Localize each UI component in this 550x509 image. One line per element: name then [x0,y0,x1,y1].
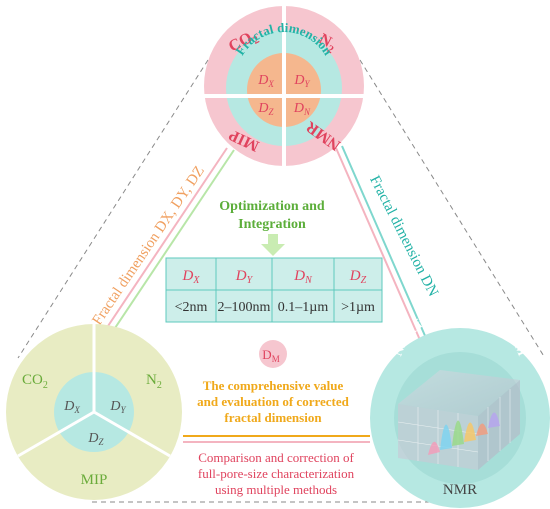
table-header-dy: DY [235,268,254,286]
table-header-dn: DN [293,268,313,286]
table-header-dx: DX [182,268,201,286]
br-nmr-label: NMR [443,482,477,498]
dashed-triangle [17,59,546,503]
bl-dx-label: DX [63,399,80,415]
table-range-dz: >1µm [341,300,375,315]
dm-badge [259,340,287,368]
bl-mip-label: MIP [81,472,108,488]
top-dy-label: DY [293,73,310,89]
range-table [165,257,383,323]
bottom-left-circle [6,324,182,500]
dm-caption-line2: and evaluation of corrected [197,394,350,409]
dm-caption-line3: fractal dimension [224,410,322,425]
top-dx-label: DX [257,73,274,89]
bottom-connector [183,435,370,443]
top-dn-label: DN [293,101,311,117]
comparison-line2: full-pore-size characterization [198,466,355,481]
table-range-dy: 2–100nm [218,300,271,315]
comparison-line3: using multiple methods [215,482,337,497]
top-circle [204,6,364,166]
table-header-dz: DZ [349,268,367,286]
right-connector [335,145,427,341]
dm-caption-line1: The comprehensive value [203,378,344,393]
bl-dz-label: DZ [87,431,104,447]
top-dz-label: DZ [257,101,274,117]
table-range-dn: 0.1–1µm [278,300,329,315]
comparison-line1: Comparison and correction of [198,450,354,465]
nmr-3d-plot-icon [397,370,520,470]
bl-co2-label: CO2 [22,372,48,391]
bl-n2-label: N2 [146,372,162,391]
top-n2-label: N2 [315,31,340,57]
optimization-line2: Integration [238,217,306,232]
dm-badge-label: DM [262,347,279,364]
down-arrow-icon [261,234,285,256]
optimization-line1: Optimization and [219,199,325,214]
left-connector [99,147,235,341]
bl-dy-label: DY [109,399,126,415]
table-range-dx: <2nm [175,300,208,315]
